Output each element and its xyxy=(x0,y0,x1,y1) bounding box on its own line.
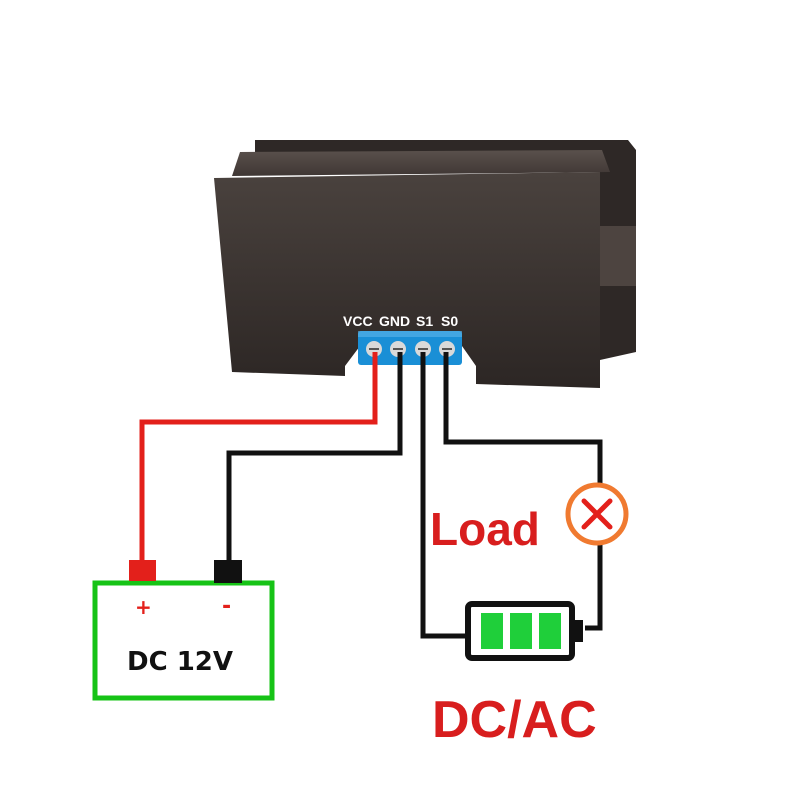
supply-label: DC 12V xyxy=(127,647,233,677)
battery-cell xyxy=(510,613,532,649)
module-side-tab xyxy=(598,226,636,286)
wire-s0 xyxy=(443,352,603,484)
battery-cell xyxy=(481,613,503,649)
terminal-label-gnd: GND xyxy=(379,313,410,329)
terminal-label-vcc: VCC xyxy=(343,313,373,329)
supply-negative-terminal xyxy=(214,560,242,583)
wire-gnd xyxy=(226,352,403,562)
module-top xyxy=(232,150,610,176)
terminal-label-s0: S0 xyxy=(441,313,458,329)
screw-terminal-icon xyxy=(358,331,462,365)
wire-s1 xyxy=(420,352,466,639)
battery-icon xyxy=(465,601,583,661)
terminal-label-s1: S1 xyxy=(416,313,433,329)
minus-sign: - xyxy=(222,594,231,619)
module-body xyxy=(214,172,600,388)
relay-module: VCC GND S1 S0 xyxy=(214,140,636,388)
plus-sign: + xyxy=(135,595,152,619)
wires xyxy=(139,352,603,639)
wire-load-return xyxy=(585,544,603,631)
supply-outline xyxy=(92,580,275,701)
lamp-cross-icon xyxy=(565,482,629,546)
terminal-block xyxy=(358,331,462,365)
power-supply: + - DC 12V xyxy=(92,560,275,701)
battery-cell xyxy=(539,613,561,649)
load-label: Load xyxy=(430,503,540,555)
load: Load xyxy=(430,482,629,555)
battery-nub xyxy=(573,620,583,642)
supply-positive-terminal xyxy=(129,560,156,581)
wire-vcc xyxy=(139,352,378,562)
source-label: DC/AC xyxy=(432,691,597,749)
